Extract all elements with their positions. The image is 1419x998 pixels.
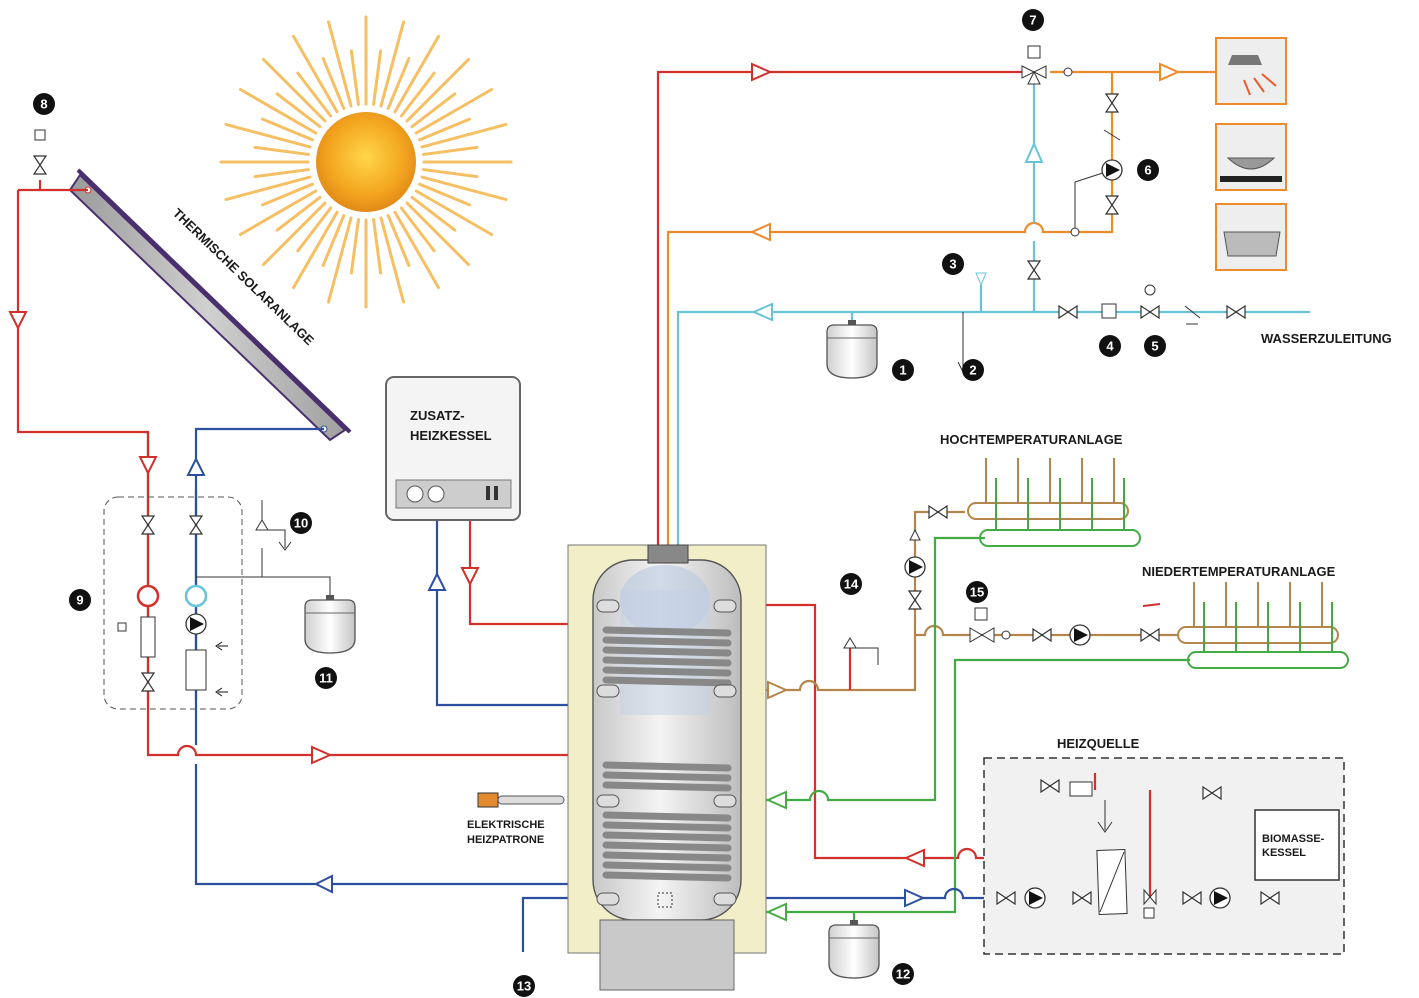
marker-14 [840, 573, 862, 595]
marker-label-13: 13 [517, 979, 531, 994]
marker-10 [290, 512, 312, 534]
storage-tank [567, 544, 767, 991]
safety-valve-solar [255, 500, 292, 551]
mixing-valve-7 [1021, 45, 1073, 85]
marker-6 [1137, 159, 1159, 181]
water-supply-label: WASSERZULEITUNG [1261, 331, 1392, 346]
auxiliary-boiler [385, 376, 521, 521]
marker-label-3: 3 [949, 257, 956, 272]
heat-source-components [996, 779, 1340, 919]
biomass-label-1: BIOMASSE- [1262, 833, 1325, 845]
sun-icon [219, 15, 513, 309]
marker-label-6: 6 [1144, 163, 1151, 178]
heat-source-label: HEIZQUELLE [1057, 736, 1140, 751]
marker-11 [315, 667, 337, 689]
circulation-components [1027, 93, 1123, 280]
washbasin-icon [1215, 123, 1287, 191]
marker-label-8: 8 [40, 97, 47, 112]
marker-label-5: 5 [1151, 339, 1158, 354]
bathtub-icon [1215, 203, 1287, 271]
marker-label-11: 11 [319, 671, 333, 686]
low-temp-label: NIEDERTEMPERATURANLAGE [1142, 564, 1336, 579]
marker-15 [966, 581, 988, 603]
marker-label-7: 7 [1029, 13, 1036, 28]
marker-2 [962, 359, 984, 381]
marker-9 [69, 589, 91, 611]
expansion-vessel-icon [826, 319, 878, 379]
marker-label-12: 12 [896, 967, 910, 982]
expansion-vessel-icon [304, 594, 356, 654]
marker-label-2: 2 [969, 363, 976, 378]
shower-icon [1215, 37, 1287, 105]
marker-label-9: 9 [76, 593, 83, 608]
low-temp-manifold [1177, 582, 1349, 669]
expansion-vessel-icon [828, 919, 880, 979]
marker-label-1: 1 [899, 363, 906, 378]
heater-label-1: ELEKTRISCHE [467, 819, 545, 831]
heating-components [843, 505, 1161, 665]
marker-label-10: 10 [294, 516, 308, 531]
high-temp-label: HOCHTEMPERATURANLAGE [940, 432, 1123, 447]
marker-13 [513, 975, 535, 997]
marker-3 [942, 253, 964, 275]
marker-7 [1022, 9, 1044, 31]
marker-4 [1099, 335, 1121, 357]
boiler-label-1: ZUSATZ- [410, 408, 465, 423]
air-vent [33, 129, 47, 175]
solar-collector [68, 168, 352, 442]
boiler-label-2: HEIZKESSEL [410, 428, 492, 443]
marker-5 [1144, 335, 1166, 357]
marker-12 [892, 963, 914, 985]
marker-label-15: 15 [970, 585, 984, 600]
biomass-label-2: KESSEL [1262, 847, 1306, 859]
solar-station-components [117, 515, 228, 697]
high-temp-manifold [967, 458, 1141, 547]
flow-arrows [8, 62, 1181, 922]
heater-label-2: HEIZPATRONE [467, 834, 544, 846]
marker-label-14: 14 [844, 577, 859, 592]
marker-label-4: 4 [1106, 339, 1114, 354]
electric-heater-icon [477, 792, 565, 808]
marker-8 [33, 93, 55, 115]
water-inlet-components [957, 272, 1246, 374]
marker-1 [892, 359, 914, 381]
solar-station-group [103, 496, 243, 710]
